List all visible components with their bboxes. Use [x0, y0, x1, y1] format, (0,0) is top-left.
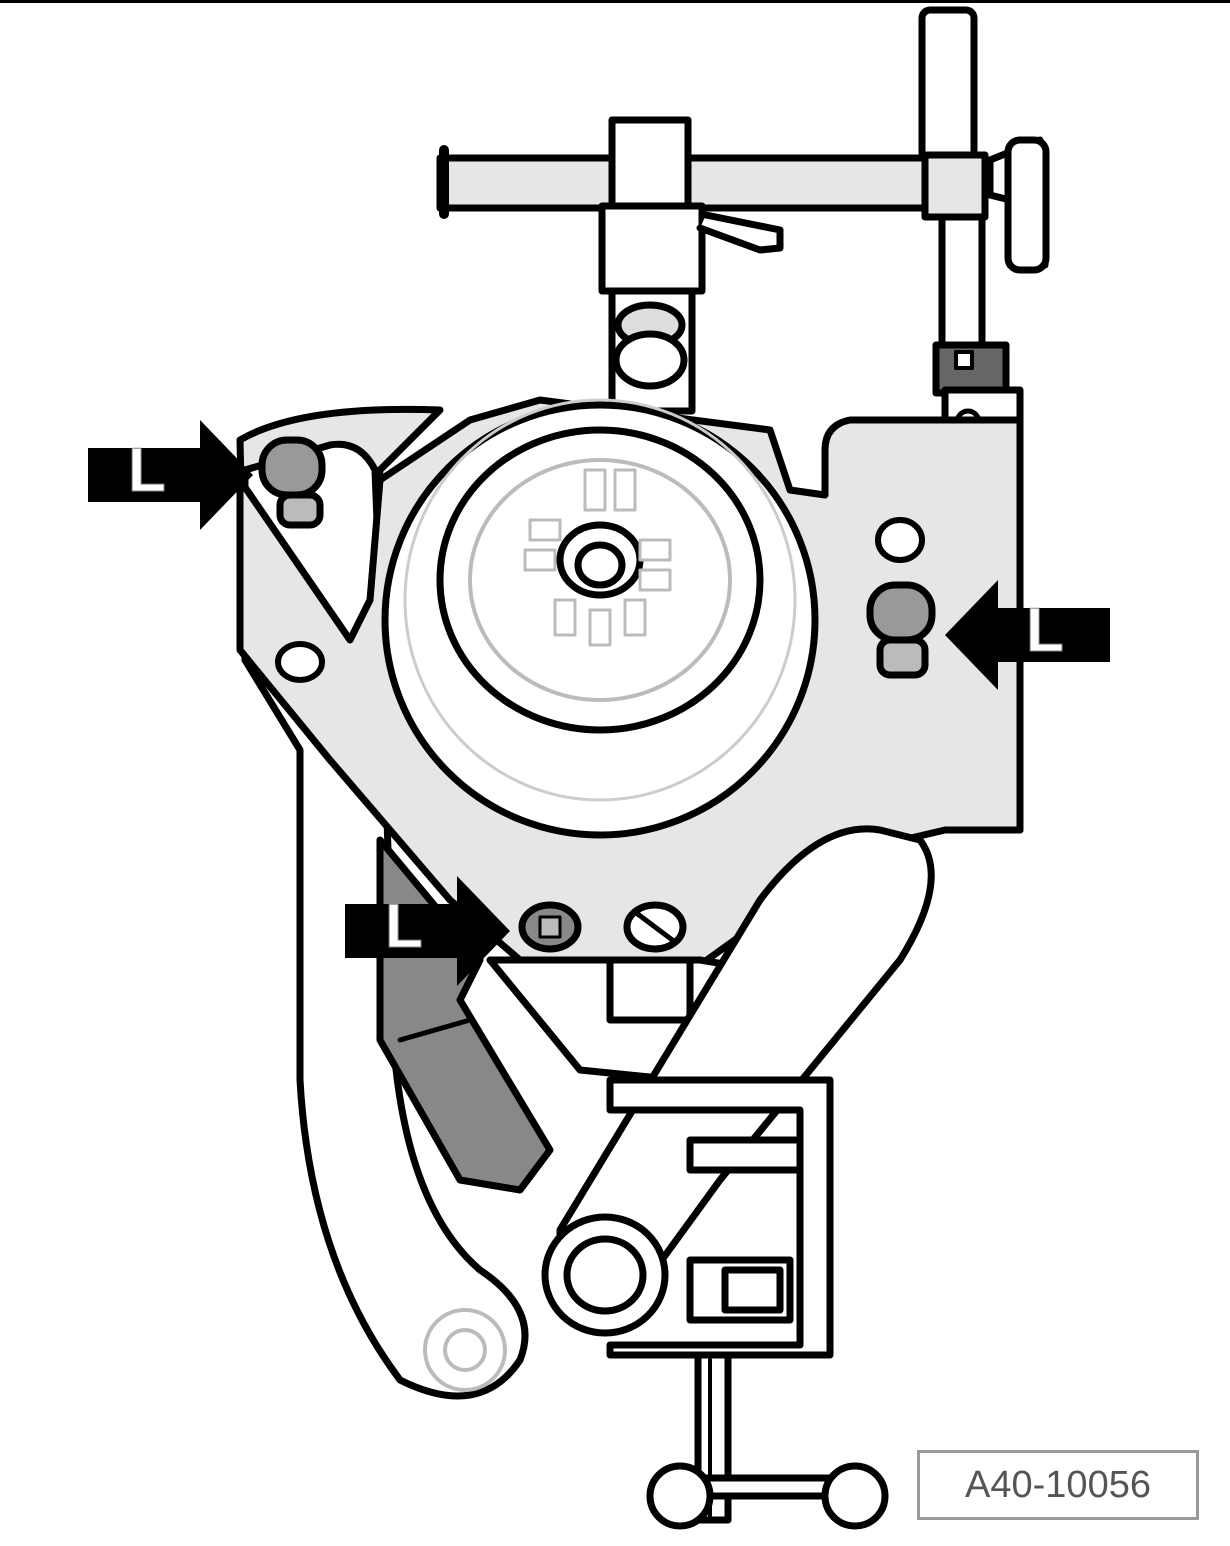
upper-left-pin — [258, 436, 326, 529]
top-border-line — [0, 0, 1230, 3]
callout-label: L — [385, 892, 424, 961]
vice-screw-handle — [646, 1351, 889, 1530]
figure-reference-number: A40-10056 — [917, 1450, 1199, 1520]
callout-arrow-upper-left: L — [88, 420, 258, 530]
slotted-screw — [623, 901, 687, 953]
center-disc — [381, 398, 819, 839]
right-vertical-post — [918, 6, 1050, 397]
callout-arrow-right-middle: L — [940, 580, 1110, 690]
right-pin — [866, 581, 936, 679]
callout-label: L — [128, 436, 167, 505]
curved-tie-arm — [541, 825, 935, 1337]
left-spindle-block — [598, 116, 784, 415]
lower-socket-screw — [518, 901, 582, 953]
callout-label: L — [1026, 596, 1065, 665]
vice-clamp — [606, 1076, 834, 1359]
callout-arrow-lower-middle: L — [345, 876, 515, 986]
